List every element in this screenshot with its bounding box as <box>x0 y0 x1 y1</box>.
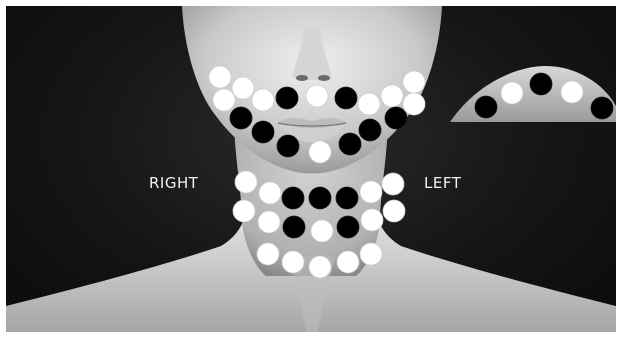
marker-dot-black <box>385 107 407 129</box>
marker-dot-black <box>359 119 381 141</box>
marker-dot-white <box>213 89 235 111</box>
marker-dot-black <box>336 187 358 209</box>
marker-dot-white <box>306 85 328 107</box>
marker-dot-black <box>252 121 274 143</box>
marker-dot-white <box>309 141 331 163</box>
marker-dot-black <box>335 87 357 109</box>
marker-dot-black <box>276 87 298 109</box>
marker-dot-black <box>530 73 552 95</box>
marker-dot-white <box>358 93 380 115</box>
marker-dot-white <box>382 173 404 195</box>
right-side-label: RIGHT <box>149 174 198 192</box>
face-neck-illustration <box>6 6 616 332</box>
marker-dot-black <box>339 133 361 155</box>
marker-dot-white <box>252 89 274 111</box>
marker-dot-white <box>235 171 257 193</box>
marker-dot-white <box>381 85 403 107</box>
marker-dot-white <box>309 256 331 278</box>
marker-dot-black <box>283 216 305 238</box>
face-diagram-panel: RIGHT LEFT <box>6 6 616 332</box>
marker-dot-white <box>232 77 254 99</box>
marker-dot-black <box>277 135 299 157</box>
marker-dot-white <box>257 243 279 265</box>
marker-dot-black <box>591 97 613 119</box>
marker-dot-black <box>282 187 304 209</box>
marker-dot-white <box>337 251 359 273</box>
marker-dot-white <box>258 211 280 233</box>
left-side-label: LEFT <box>424 174 461 192</box>
marker-dot-white <box>360 181 382 203</box>
marker-dot-black <box>475 96 497 118</box>
marker-dot-white <box>383 200 405 222</box>
inset-chin-view <box>450 66 616 122</box>
marker-dot-white <box>233 200 255 222</box>
marker-dot-white <box>259 182 281 204</box>
marker-dot-white <box>561 81 583 103</box>
marker-dot-white <box>501 82 523 104</box>
nostril-left <box>296 75 308 81</box>
marker-dot-black <box>309 187 331 209</box>
marker-dot-black <box>230 107 252 129</box>
marker-dot-white <box>282 251 304 273</box>
marker-dot-white <box>311 220 333 242</box>
marker-dot-white <box>360 243 382 265</box>
marker-dot-white <box>403 93 425 115</box>
marker-dot-black <box>337 216 359 238</box>
marker-dot-white <box>403 71 425 93</box>
nostril-right <box>318 75 330 81</box>
marker-dot-white <box>361 209 383 231</box>
marker-dot-white <box>209 66 231 88</box>
